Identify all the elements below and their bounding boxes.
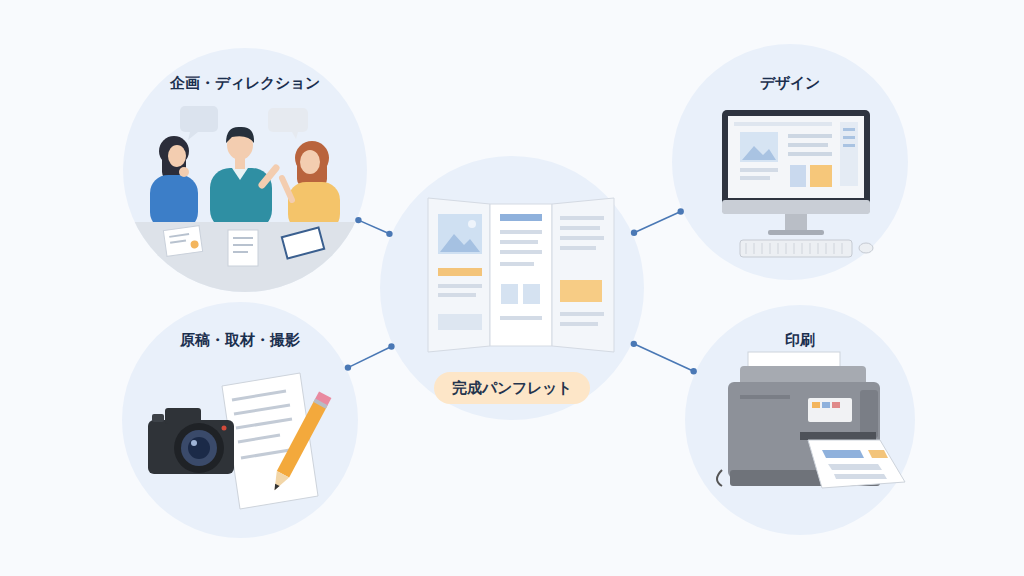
phase-title: デザイン bbox=[760, 73, 820, 93]
phase-circle: 印刷 bbox=[685, 305, 915, 535]
connector-dot bbox=[631, 341, 637, 347]
connector-dot bbox=[631, 229, 637, 235]
connector-line bbox=[348, 347, 391, 368]
phase-circle: デザイン bbox=[672, 44, 908, 280]
phase-circle: 企画・ディレクション bbox=[123, 48, 367, 292]
connector-dot bbox=[388, 343, 394, 349]
meeting-illustration bbox=[110, 106, 380, 312]
phase-title: 印刷 bbox=[785, 330, 815, 350]
phase-title: 企画・ディレクション bbox=[170, 73, 320, 93]
product-label: 完成パンフレット bbox=[434, 372, 590, 404]
printer-illustration bbox=[717, 352, 905, 488]
connector-dot bbox=[386, 231, 392, 237]
writing-photo-illustration bbox=[148, 373, 331, 509]
phase-circle: 原稿・取材・撮影 bbox=[122, 302, 358, 538]
pamphlet-illustration bbox=[428, 198, 614, 352]
circle-ground bbox=[685, 305, 915, 535]
connector-line bbox=[634, 344, 694, 371]
circle-ground bbox=[380, 156, 644, 420]
circle-ground bbox=[122, 302, 358, 538]
phase-title: 原稿・取材・撮影 bbox=[180, 330, 300, 350]
computer-illustration bbox=[722, 110, 873, 257]
connector-line bbox=[358, 220, 389, 234]
product-circle: 完成パンフレット bbox=[380, 156, 644, 420]
connector-dot bbox=[355, 217, 361, 223]
circle-ground bbox=[672, 44, 908, 280]
connector-dot bbox=[678, 208, 684, 214]
connector-dot bbox=[690, 368, 696, 374]
connector-line bbox=[634, 212, 681, 233]
connector-dot bbox=[345, 364, 351, 370]
